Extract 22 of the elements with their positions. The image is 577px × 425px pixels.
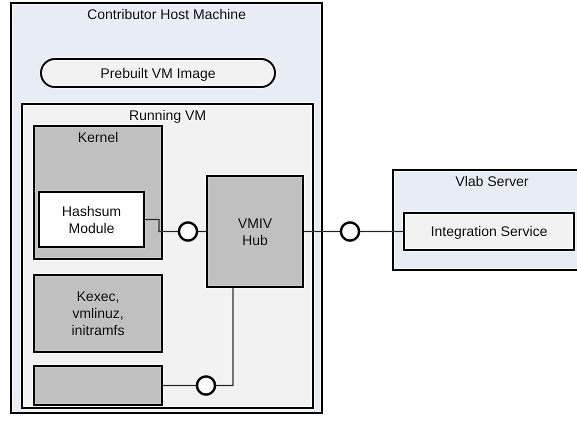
component-box [33, 365, 163, 406]
component-box [33, 274, 163, 353]
server-container [392, 169, 577, 271]
image-pill [40, 58, 276, 88]
node-label: Hashsum Module [60, 202, 122, 236]
node-label: Kernel [76, 129, 120, 146]
hub-box [206, 175, 304, 288]
service-box [403, 212, 575, 251]
node-label: Vlab Server [454, 173, 530, 190]
node-label: Kexec, vmlinuz, initramfs [70, 288, 126, 339]
node-label: Prebuilt VM Image [99, 64, 217, 82]
node-label: VMIV Hub [236, 214, 274, 248]
node-label: Contributor Host Machine [86, 6, 247, 23]
node-label: Running VM [128, 107, 208, 124]
interface-connector [145, 218, 206, 242]
interface-connector [163, 288, 234, 396]
kernel-box [33, 125, 163, 260]
vm-container [21, 103, 314, 409]
node-label: Integration Service [430, 223, 548, 240]
host-container [10, 2, 323, 414]
interface-connector [304, 221, 403, 242]
module-box [38, 191, 145, 248]
